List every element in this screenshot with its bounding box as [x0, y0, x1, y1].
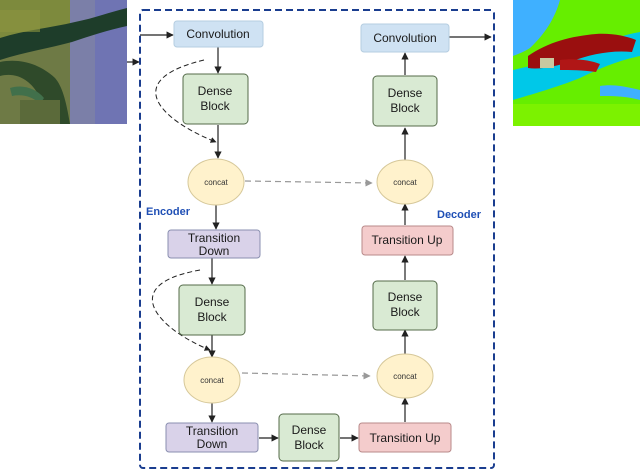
decoder-label: Decoder [437, 209, 482, 221]
encoder-transition-down-1-line1: Transition [188, 231, 240, 245]
bottleneck-dense-block-line1: Dense [292, 423, 327, 437]
encoder-dense-block-1-line1: Dense [198, 84, 233, 98]
decoder-dense-block-1: Dense Block [372, 280, 438, 331]
decoder-convolution-label: Convolution [373, 31, 436, 45]
skip-connection-upper [244, 179, 373, 187]
encoder-dense-block-1: Dense Block [182, 73, 249, 125]
dense2-skip-curve [151, 269, 211, 351]
network-frame [139, 9, 495, 469]
encoder-dense-block-2: Dense Block [178, 284, 246, 336]
encoder-dense-block-1-line2: Block [200, 99, 230, 113]
encoder-concat-1: concat [187, 158, 245, 206]
encoder-transition-down-2-line1: Transition [186, 424, 238, 438]
decoder-concat-2-label: concat [393, 178, 417, 187]
encoder-concat-1-label: concat [204, 178, 228, 187]
encoder-convolution: Convolution [173, 20, 264, 48]
encoder-transition-down-2: Transition Down [165, 422, 259, 453]
decoder-dense-block-2-line2: Block [390, 101, 420, 115]
decoder-transition-up-2: Transition Up [361, 225, 454, 256]
decoder-dense-block-2-line1: Dense [388, 86, 423, 100]
decoder-convolution: Convolution [360, 23, 450, 53]
encoder-transition-down-2-line2: Down [197, 437, 228, 451]
encoder-label: Encoder [146, 206, 191, 218]
output-segmentation-map [513, 0, 640, 126]
decoder-dense-block-1-line1: Dense [388, 290, 423, 304]
decoder-dense-block-2: Dense Block [372, 75, 438, 127]
encoder-transition-down-1-line2: Down [199, 244, 230, 258]
decoder-concat-1: concat [376, 353, 434, 399]
encoder-dense-block-2-line2: Block [197, 310, 227, 324]
decoder-dense-block-1-line2: Block [390, 305, 420, 319]
encoder-dense-block-2-line1: Dense [195, 295, 230, 309]
decoder-transition-up-1-label: Transition Up [370, 431, 441, 445]
encoder-concat-2-label: concat [200, 376, 224, 385]
skip-connection-lower [241, 372, 371, 380]
input-satellite-image [0, 0, 127, 124]
decoder-transition-up-2-label: Transition Up [372, 233, 443, 247]
bottleneck-dense-block: Dense Block [278, 413, 340, 462]
dense1-skip-curve [155, 59, 217, 143]
decoder-transition-up-1: Transition Up [358, 422, 452, 453]
decoder-concat-2: concat [376, 159, 434, 205]
encoder-concat-2: concat [183, 356, 241, 404]
encoder-convolution-label: Convolution [186, 27, 249, 41]
decoder-concat-1-label: concat [393, 372, 417, 381]
encoder-transition-down-1: Transition Down [167, 229, 261, 259]
bottleneck-dense-block-line2: Block [294, 438, 324, 452]
